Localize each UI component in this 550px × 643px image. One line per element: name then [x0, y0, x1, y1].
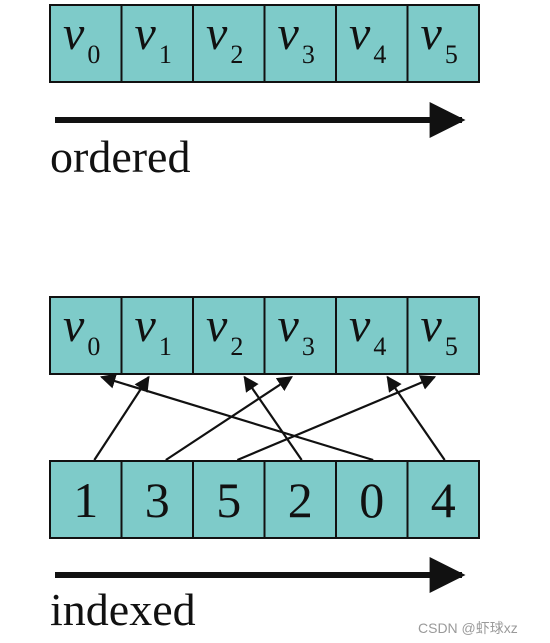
index-value-3: 2 [288, 472, 313, 528]
index-value-2: 5 [216, 472, 241, 528]
ordered-vertex-cell-4 [335, 4, 409, 83]
index-link-2 [236, 375, 437, 462]
indexed-vertex-cell-5 [406, 296, 480, 375]
index-value-4: 0 [359, 472, 384, 528]
index-value-5: 4 [431, 472, 456, 528]
ordered-vertex-cell-1 [120, 4, 194, 83]
index-link-0 [93, 375, 150, 461]
index-link-3 [243, 375, 303, 461]
index-value-1: 3 [145, 472, 170, 528]
index-cell-4 [335, 460, 409, 539]
index-link-4 [100, 373, 374, 462]
indexed-vertex-cell-3 [263, 296, 337, 375]
indexed-vertex-cell-0 [49, 296, 123, 375]
index-links [93, 373, 446, 462]
ordered-vertex-cell-0 [49, 4, 123, 83]
index-cell-2 [192, 460, 266, 539]
indexed-vertex-cell-1 [120, 296, 194, 375]
ordered-vertex-cell-3 [263, 4, 337, 83]
ordered-caption: ordered [50, 131, 190, 182]
index-cell-3 [263, 460, 337, 539]
indexed-caption: indexed [50, 584, 196, 635]
index-cell-1 [120, 460, 194, 539]
index-cell-5 [406, 460, 480, 539]
ordered-vertex-cell-5 [406, 4, 480, 83]
index-cell-0 [49, 460, 123, 539]
index-link-1 [165, 376, 293, 461]
indexed-vertex-cell-2 [192, 296, 266, 375]
ordered-vertex-cell-2 [192, 4, 266, 83]
index-link-5 [386, 375, 446, 461]
watermark: CSDN @虾球xz [418, 620, 518, 636]
index-value-0: 1 [73, 472, 98, 528]
indexed-vertex-cell-4 [335, 296, 409, 375]
